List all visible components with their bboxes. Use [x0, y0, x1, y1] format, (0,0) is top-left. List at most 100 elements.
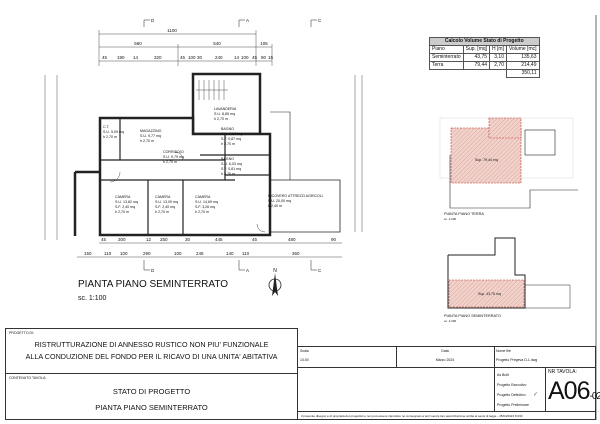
project-line-1: RISTRUTTURAZIONE DI ANNESSO RUSTICO NON …: [34, 340, 269, 349]
section-a-top: A: [246, 18, 249, 23]
svg-text:h 2,70 m: h 2,70 m: [115, 210, 129, 214]
dim-chain-row3: 45 190 14 320 45 100 30 240 14 100 45 90…: [102, 55, 274, 60]
total-row: 350,11: [430, 69, 540, 78]
content-box: CONTENUTO TAVOLA: STATO DI PROGETTO PIAN…: [5, 373, 298, 420]
svg-text:190: 190: [117, 55, 125, 60]
north-arrow-icon: N: [268, 268, 282, 296]
cell: Terra: [429, 61, 464, 70]
cell: 214,49: [505, 61, 540, 70]
dim: 560: [134, 41, 142, 46]
svg-text:BAGNO: BAGNO: [221, 127, 234, 131]
phase-definitivo: Progetto Definitivo: [497, 393, 526, 397]
svg-text:S.U. 20,00 mq: S.U. 20,00 mq: [268, 199, 291, 203]
svg-text:360: 360: [292, 251, 300, 256]
phase-preliminare: Progetto Preliminare: [497, 403, 529, 407]
svg-text:240: 240: [215, 55, 223, 60]
svg-text:45: 45: [252, 55, 258, 60]
mini-terra-title: PIANTA PIANO TERRA: [444, 212, 484, 216]
date-cell: Data Marzo 2024: [396, 347, 495, 368]
scale-value: 1/100: [300, 358, 309, 362]
cell: 2,70: [489, 61, 507, 70]
svg-text:290: 290: [143, 251, 151, 256]
svg-text:RICOVERO ATTREZZI AGRICOLI: RICOVERO ATTREZZI AGRICOLI: [268, 194, 323, 198]
svg-text:320: 320: [154, 55, 162, 60]
scale-cell: Scala 1/100: [298, 347, 397, 368]
svg-text:445: 445: [215, 237, 223, 242]
svg-text:480: 480: [288, 237, 296, 242]
phase-esecutivo: Progetto Esecutivo: [497, 383, 527, 387]
svg-text:S.F. 0,81 mq: S.F. 0,81 mq: [221, 167, 241, 171]
room-ct: C.T.S.U. 5,09 mqh 2,70 m: [103, 125, 124, 139]
header-cell: Sup. [mq]: [462, 45, 491, 54]
mini-seminterrato-area: Sup. 43,75 mq: [478, 292, 501, 296]
svg-text:S.U. 13,00 mq: S.U. 13,00 mq: [155, 200, 178, 204]
svg-text:100: 100: [241, 55, 249, 60]
svg-text:45: 45: [101, 237, 107, 242]
top-dimensions: [98, 30, 273, 66]
svg-text:S.U. 6,03 mq: S.U. 6,03 mq: [221, 162, 242, 166]
sheet-label: NR TAVOLA:: [548, 369, 577, 375]
svg-text:30: 30: [185, 237, 191, 242]
svg-text:S.F. 3,26 mq: S.F. 3,26 mq: [195, 205, 215, 209]
cell: 43,75: [462, 53, 491, 62]
date-label: Data: [441, 349, 449, 353]
cell: 135,63: [505, 53, 540, 62]
svg-text:h 2,70 m: h 2,70 m: [221, 172, 235, 176]
svg-text:45: 45: [252, 237, 258, 242]
phase-checklist: As Built Progetto Esecutivo Progetto Def…: [494, 367, 546, 411]
svg-text:MAGAZZINO: MAGAZZINO: [140, 129, 162, 133]
svg-text:150: 150: [84, 251, 92, 256]
mini-plan-terra: [439, 117, 578, 209]
svg-text:S.U. 14,69 mq: S.U. 14,69 mq: [195, 200, 218, 204]
svg-text:14: 14: [234, 55, 240, 60]
volume-table: Calcolo Volume Stato di Progetto Piano S…: [429, 37, 540, 78]
header-cell: Volume [mc]: [505, 45, 540, 54]
section-c-bottom: C: [318, 268, 322, 273]
svg-text:100: 100: [188, 55, 196, 60]
svg-text:S.F. 2,40 mq: S.F. 2,40 mq: [155, 205, 175, 209]
svg-text:S.F. 0,87 mq: S.F. 0,87 mq: [221, 137, 241, 141]
svg-text:S.U. 5,09 mq: S.U. 5,09 mq: [103, 130, 124, 134]
section-a-bottom: A: [246, 268, 249, 273]
dim-total: 1100: [167, 28, 177, 33]
date-value: Marzo 2024: [435, 358, 455, 362]
svg-text:LAVANDERIA: LAVANDERIA: [214, 107, 237, 111]
mini-plan-seminterrato: [447, 237, 571, 309]
content-line-2: PIANTA PIANO SEMINTERRATO: [95, 403, 208, 412]
svg-text:110: 110: [104, 251, 112, 256]
svg-text:S.U. 9,79 mq: S.U. 9,79 mq: [163, 155, 184, 159]
file-label: Nome file: [496, 349, 511, 353]
volume-table-title: Calcolo Volume Stato di Progetto: [429, 37, 540, 46]
svg-text:C.T.: C.T.: [103, 125, 110, 129]
svg-text:h 2,40 m: h 2,40 m: [268, 204, 282, 208]
svg-text:h 2,70 m: h 2,70 m: [140, 139, 154, 143]
svg-text:h 2,70 m: h 2,70 m: [221, 142, 235, 146]
svg-text:h 2,70 m: h 2,70 m: [195, 210, 209, 214]
project-line-2: ALLA CONDUZIONE DEL FONDO PER IL RICAVO …: [25, 352, 278, 361]
vertical-dimensions: [44, 75, 363, 240]
svg-text:S.F. 2,40 mq: S.F. 2,40 mq: [115, 205, 135, 209]
svg-text:45: 45: [180, 55, 186, 60]
file-value: Progetto Pregeva D-1.dwg: [496, 358, 538, 362]
phase-as-built: As Built: [497, 373, 509, 377]
mini-terra-scale: sc. 1:200: [444, 217, 457, 221]
svg-text:CORRIDOIO: CORRIDOIO: [163, 150, 184, 154]
section-markers-top: [143, 19, 317, 27]
plan-scale: sc. 1:100: [78, 295, 107, 302]
project-box: PROGETTO DI: RISTRUTTURAZIONE DI ANNESSO…: [5, 328, 298, 374]
checkmark-icon: ✓: [533, 392, 539, 398]
section-markers-bottom: [143, 260, 317, 271]
plan-title: PIANTA PIANO SEMINTERRATO: [78, 279, 228, 290]
svg-text:110: 110: [242, 251, 250, 256]
